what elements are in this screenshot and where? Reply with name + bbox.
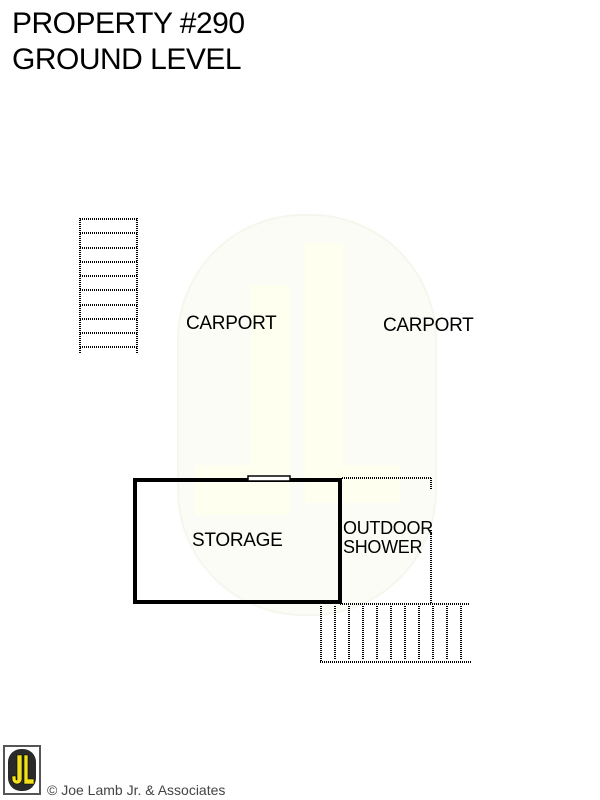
property-title: PROPERTY #290 — [12, 7, 245, 40]
outdoor-shower-line1: OUTDOOR — [343, 518, 433, 538]
jl-logo-icon — [8, 749, 36, 791]
room-label-carport-left: CARPORT — [186, 313, 277, 334]
room-label-storage: STORAGE — [192, 530, 283, 551]
storage-room-walls — [133, 475, 342, 604]
outdoor-shower-enclosure — [342, 477, 432, 604]
company-logo — [3, 745, 41, 795]
stairs-lower-right — [320, 603, 472, 663]
room-label-outdoor-shower: OUTDOOR SHOWER — [343, 519, 433, 557]
copyright-text: © Joe Lamb Jr. & Associates — [47, 782, 226, 798]
room-label-carport-right: CARPORT — [383, 315, 474, 336]
watermark-logo — [177, 214, 437, 616]
stairs-left — [79, 218, 138, 354]
outdoor-shower-line2: SHOWER — [343, 537, 423, 557]
level-title: GROUND LEVEL — [12, 43, 242, 76]
